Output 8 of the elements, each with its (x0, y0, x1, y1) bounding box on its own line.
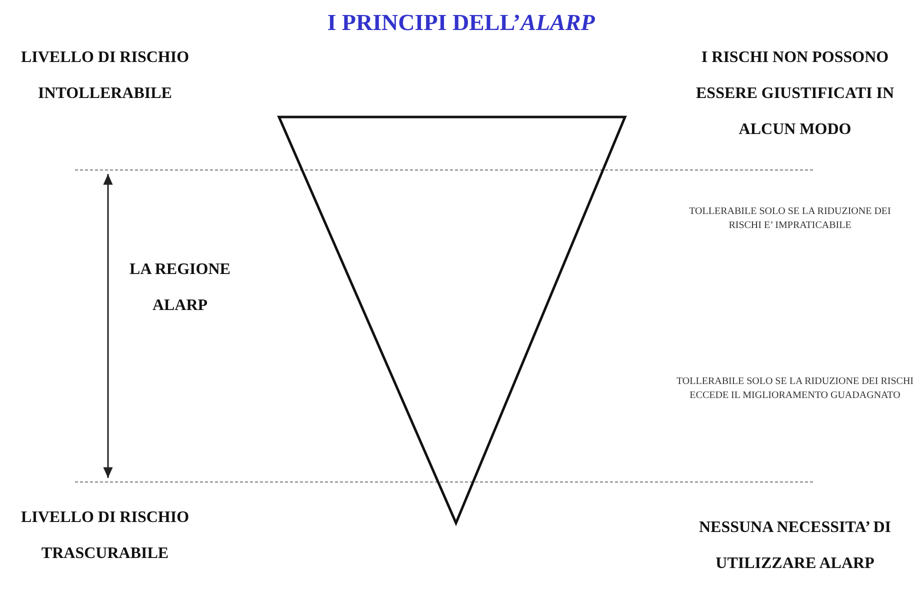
label-text: LIVELLO DI RISCHIO TRASCURABILE (20, 508, 190, 564)
label-text: I RISCHI NON POSSONO ESSERE GIUSTIFICATI IN ALCUN MODO (695, 48, 895, 140)
note-text: TOLLERABILE SOLO SE LA RIDUZIONE DEI RISCHI ECCEDE IL MIGLIORAMENTO GUADAGNATO (675, 375, 915, 403)
label-text: LA REGIONE ALARP (128, 260, 232, 316)
note-text: TOLLERABILE SOLO SE LA RIDUZIONE DEI RISCHI E’ IMPRATICABILE (688, 205, 892, 233)
label-text: NESSUNA NECESSITA’ DI UTILIZZARE ALARP (698, 518, 892, 574)
diagram-title: I PRINCIPI DELL’ALARP (326, 10, 596, 36)
label-text: LIVELLO DI RISCHIO INTOLLERABILE (20, 48, 190, 104)
